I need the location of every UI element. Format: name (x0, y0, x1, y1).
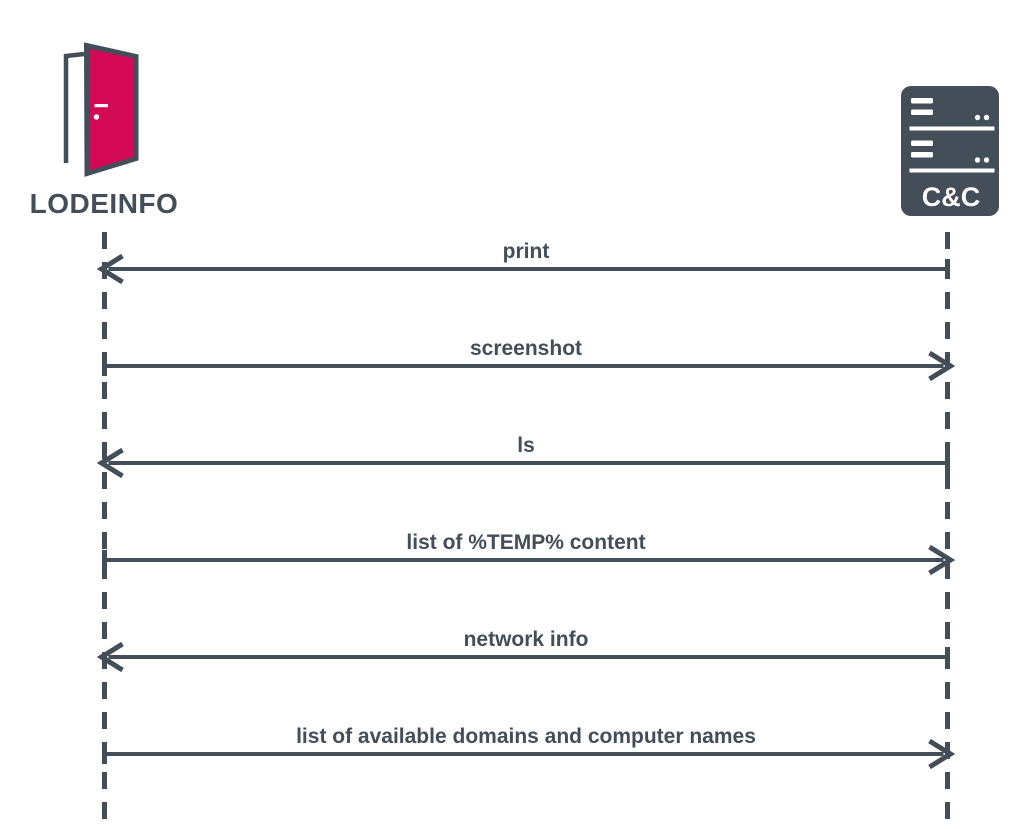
arrowhead-left-icon (96, 447, 124, 479)
actor-label-lodeinfo: LODEINFO (29, 188, 179, 219)
message-label: ls (517, 434, 535, 457)
message-label: network info (463, 628, 589, 651)
arrowhead-left-icon (96, 641, 124, 673)
server-slot-bar (911, 98, 933, 104)
door-panel (83, 42, 139, 177)
door-frame (63, 51, 85, 163)
server-slot-bar (911, 152, 933, 158)
door-handle-bar (94, 104, 108, 108)
message-label: screenshot (469, 337, 583, 360)
arrowhead-right-icon (928, 350, 956, 382)
server-slot-bar (911, 140, 933, 146)
server-led (983, 114, 990, 121)
server-led (974, 157, 981, 163)
server-icon: C&C (901, 86, 999, 216)
arrowhead-left-icon (96, 253, 124, 285)
server-slot-bar (911, 109, 933, 115)
server-divider (909, 126, 995, 131)
server-divider (909, 168, 995, 173)
server-led (974, 114, 981, 121)
actor-label-cc: C&C (922, 182, 981, 212)
arrowhead-right-icon (928, 738, 956, 770)
arrowhead-right-icon (928, 544, 956, 576)
open-door-icon (63, 42, 139, 177)
server-led (983, 157, 990, 163)
server-body (901, 86, 999, 216)
door-handle-knob (93, 114, 100, 120)
message-label: print (502, 240, 550, 263)
message-label: list of %TEMP% content (406, 531, 646, 554)
message-label: list of available domains and computer n… (296, 725, 756, 748)
